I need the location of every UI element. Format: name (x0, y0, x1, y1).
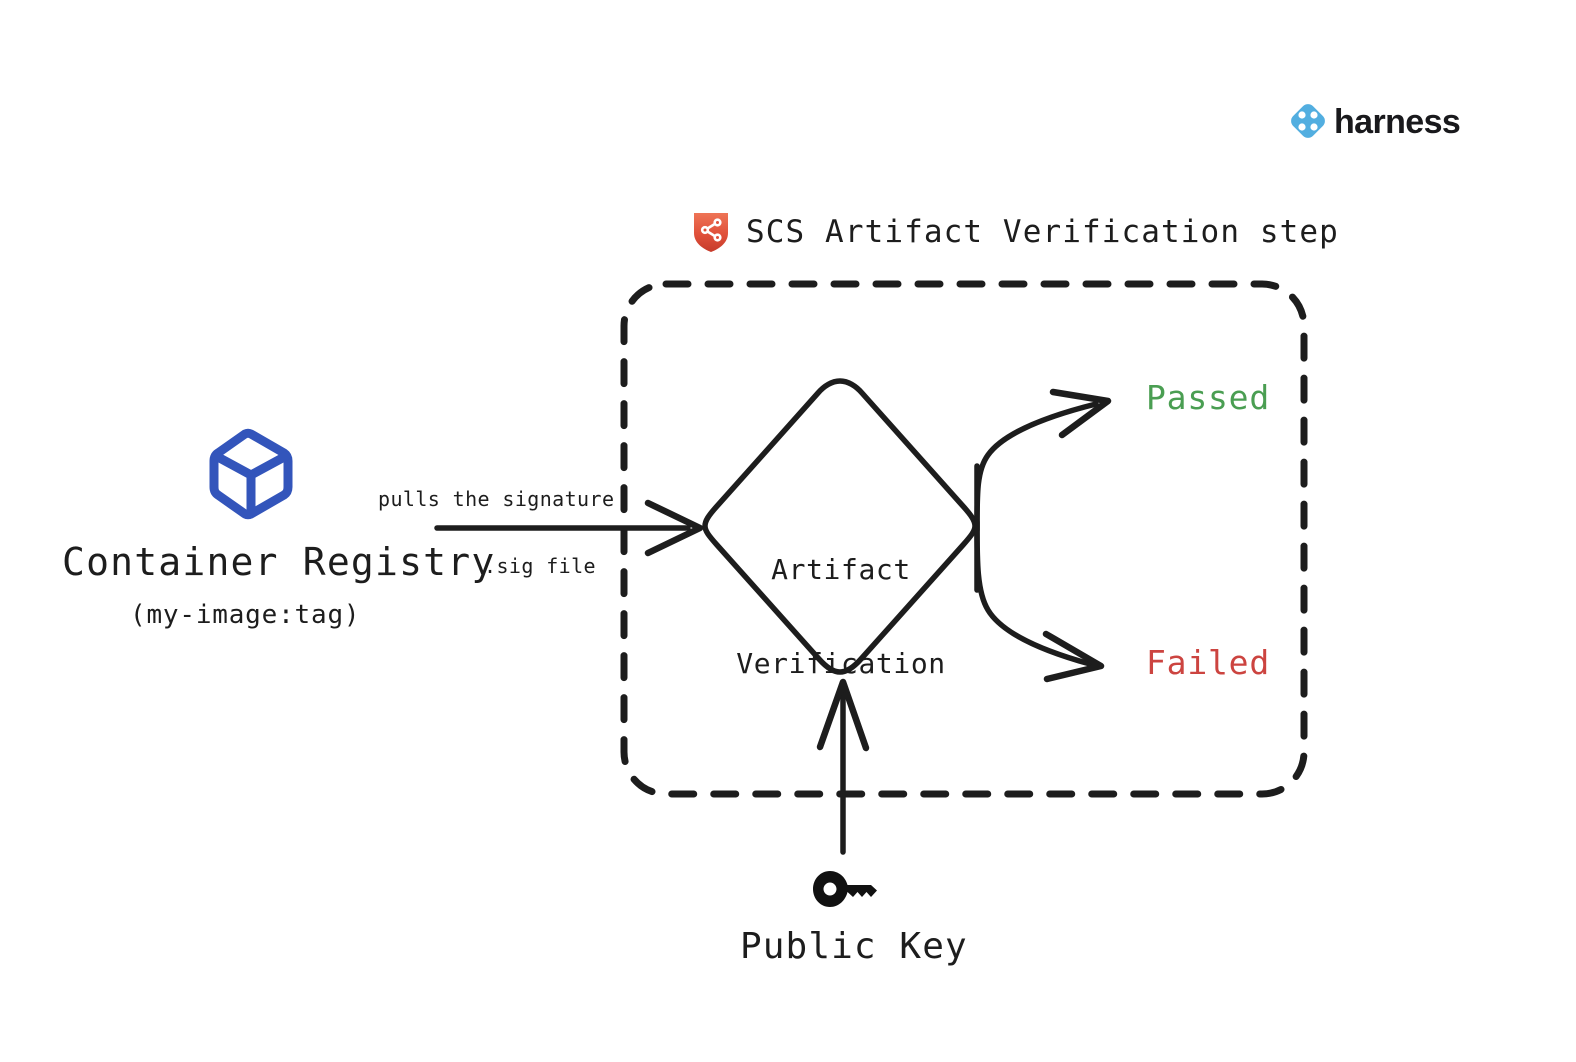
public-key-label: Public Key (740, 926, 968, 967)
outcome-passed: Passed (1146, 378, 1271, 417)
key-icon (813, 871, 877, 907)
pull-signature-label-line2: .sig file (484, 553, 596, 578)
arrow-verification-to-failed (974, 519, 1105, 683)
decision-label-line2: Verification (736, 646, 946, 680)
harness-logo: harness (1288, 101, 1461, 141)
decision-label-line1: Artifact (771, 552, 911, 586)
decision-label: Artifact Verification (700, 491, 982, 742)
harness-wordmark: harness (1334, 103, 1461, 141)
pull-signature-label-line1: pulls the signature (378, 486, 615, 511)
scs-shield-icon (694, 213, 728, 252)
arrow-registry-to-verification (434, 499, 704, 557)
registry-subtitle: (my-image:tag) (130, 600, 361, 630)
registry-title: Container Registry (62, 540, 496, 584)
container-cube-icon (209, 428, 293, 520)
arrow-key-to-verification (816, 678, 870, 855)
outcome-failed: Failed (1146, 643, 1271, 682)
harness-diamond-icon (1291, 104, 1325, 138)
step-title-text: SCS Artifact Verification step (746, 214, 1339, 250)
step-title-row: SCS Artifact Verification step (692, 210, 1339, 254)
arrow-verification-to-passed (974, 388, 1112, 533)
decision-diamond (702, 378, 978, 675)
pull-signature-label: pulls the signature .sig file (378, 443, 615, 622)
step-boundary-box (620, 280, 1308, 798)
